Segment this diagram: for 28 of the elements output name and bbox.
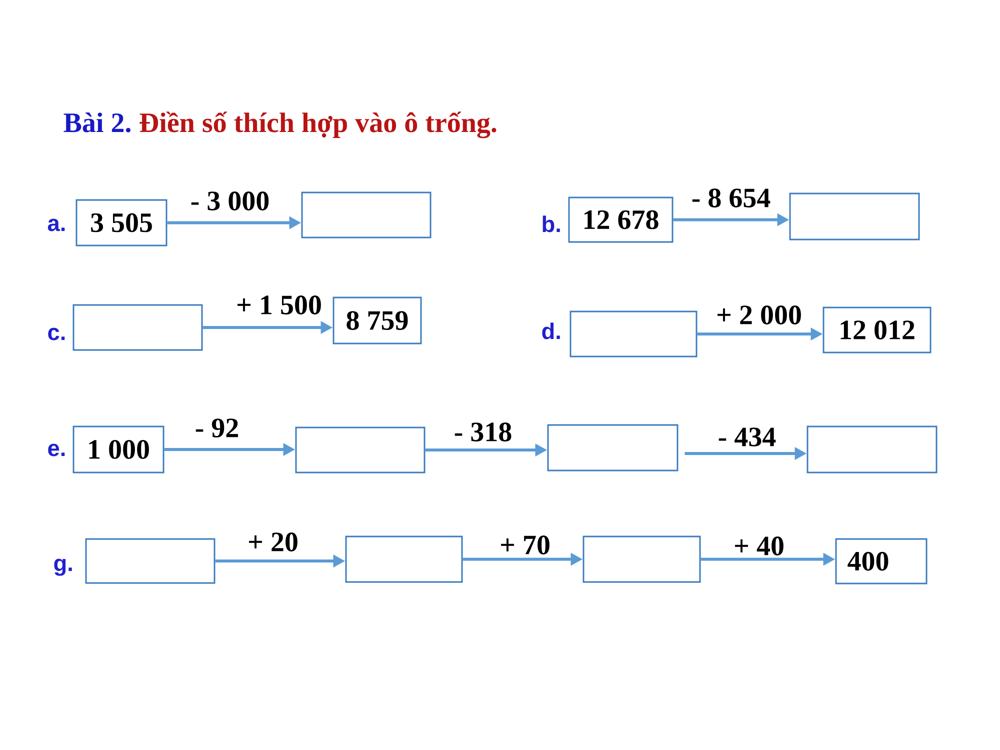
answer-box bbox=[547, 424, 678, 472]
number-box: 8 759 bbox=[332, 296, 422, 344]
answer-box bbox=[301, 192, 432, 238]
answer-box bbox=[295, 426, 426, 474]
edge-label: - 3 000 bbox=[189, 190, 271, 212]
number-box: 400 bbox=[835, 538, 928, 584]
edge-label: + 1 500 bbox=[234, 294, 324, 316]
answer-box bbox=[345, 536, 463, 583]
number-box: 1 000 bbox=[72, 426, 164, 474]
answer-box bbox=[789, 192, 920, 240]
answer-box bbox=[806, 426, 938, 474]
edge-label: - 8 654 bbox=[690, 187, 772, 209]
number-box: 12 012 bbox=[822, 306, 932, 354]
number-box: 3 505 bbox=[76, 199, 168, 246]
answer-box bbox=[582, 536, 701, 583]
answer-box bbox=[72, 304, 203, 351]
edge-label: - 318 bbox=[452, 421, 514, 443]
title: Bài 2. bbox=[64, 112, 130, 132]
edge-label: + 40 bbox=[732, 535, 786, 557]
edge-label: + 70 bbox=[498, 534, 552, 556]
edge-label: - 434 bbox=[716, 426, 778, 448]
instruction-text: Điền số thích hợp vào ô trống. bbox=[140, 112, 496, 138]
answer-box bbox=[85, 538, 216, 584]
edge-label: - 92 bbox=[194, 417, 240, 439]
number-box: 12 678 bbox=[568, 196, 674, 243]
edge-label: + 2 000 bbox=[714, 304, 804, 326]
answer-box bbox=[570, 310, 698, 358]
edge-label: + 20 bbox=[246, 531, 300, 553]
